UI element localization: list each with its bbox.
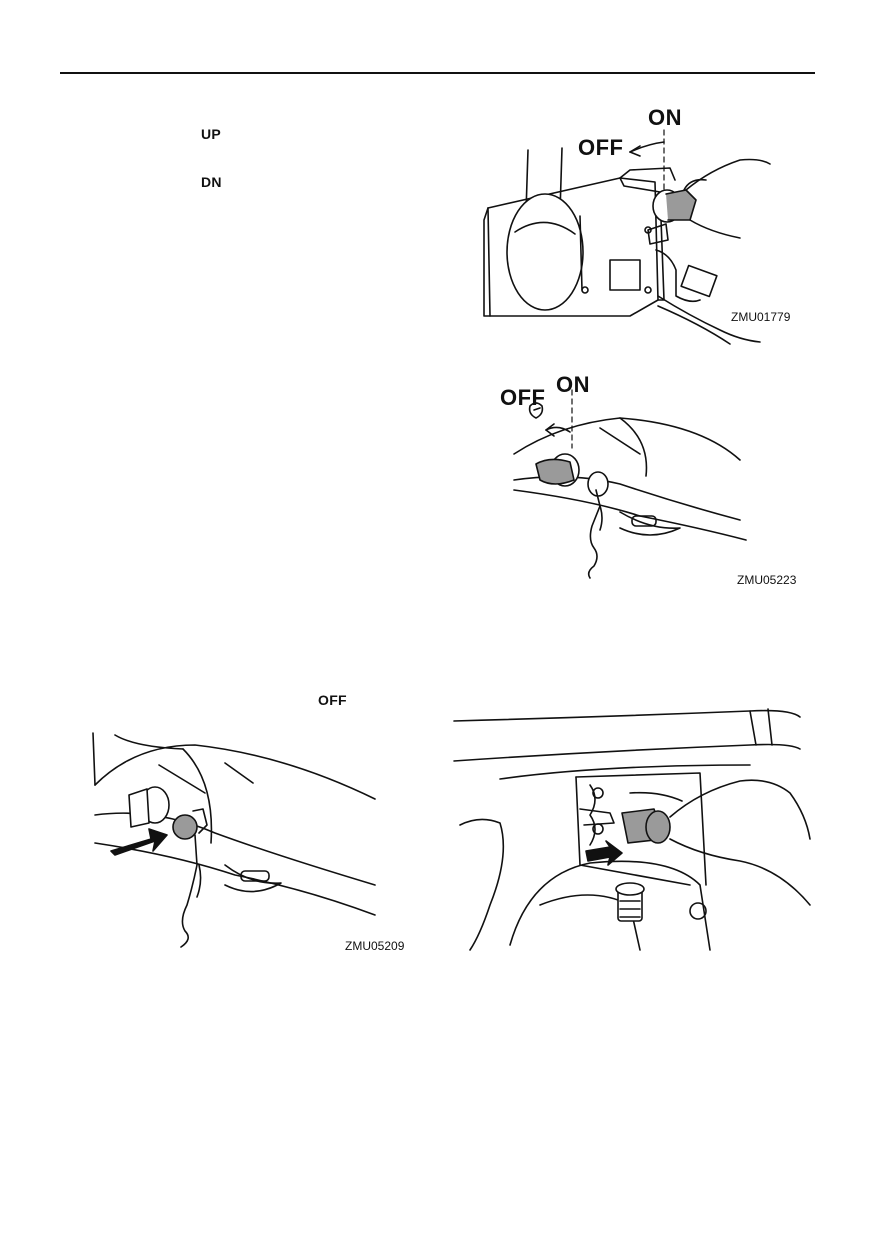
up-label: UP [201, 126, 222, 142]
header-rule [60, 72, 815, 74]
fig3-code: ZMU05209 [345, 939, 405, 953]
fig1-on-label: ON [648, 105, 682, 130]
off-inline-label: OFF [318, 692, 347, 708]
connector-illustration [453, 708, 811, 951]
fig1-code: ZMU01779 [731, 310, 791, 324]
tiller-switch-illustration [513, 389, 747, 579]
fig2-code: ZMU05223 [737, 573, 797, 587]
stop-switch-illustration [92, 732, 376, 948]
dn-label: DN [201, 174, 222, 190]
fig1-off-label: OFF [578, 135, 624, 160]
fig2-off-label: OFF [500, 385, 546, 410]
remote-control-illustration [483, 129, 771, 345]
fig2-on-label: ON [556, 372, 590, 397]
